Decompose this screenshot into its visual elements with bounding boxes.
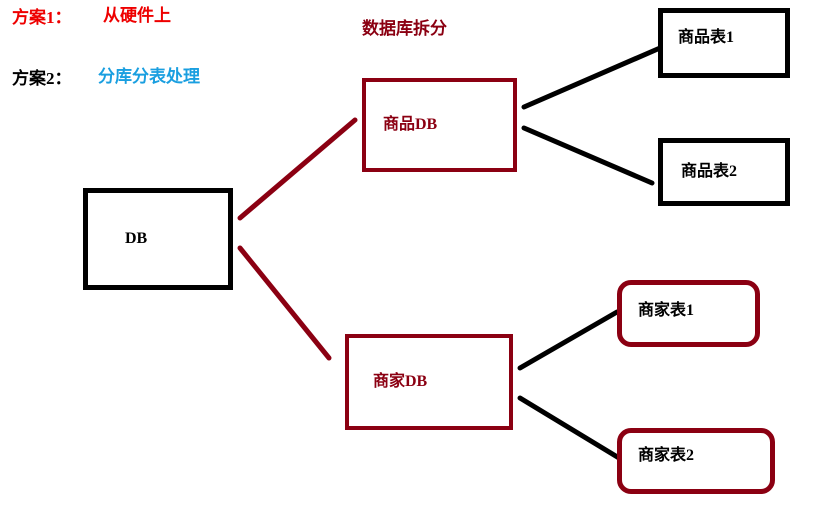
- diagram-title: 数据库拆分: [362, 19, 447, 38]
- plan2-key: 方案2：: [12, 69, 72, 88]
- node-merchant-db[interactable]: 商家DB: [345, 334, 513, 430]
- edge-product-db-to-product-t1: [521, 45, 663, 110]
- edge-product-db-to-product-t2: [521, 125, 655, 186]
- node-product-db[interactable]: 商品DB: [362, 78, 517, 172]
- node-product-t1-label: 商品表1: [678, 29, 735, 46]
- edge-db-to-product-db: [237, 117, 358, 221]
- node-merchant-t2[interactable]: 商家表2: [617, 428, 775, 494]
- node-product-t2-label: 商品表2: [681, 163, 738, 180]
- edge-merchant-db-to-merchant-t1: [517, 309, 620, 371]
- node-merchant-db-label: 商家DB: [373, 373, 428, 390]
- node-product-t1[interactable]: 商品表1: [658, 8, 790, 78]
- node-db-label: DB: [125, 230, 148, 247]
- plan2-value: 分库分表处理: [98, 67, 200, 86]
- edge-merchant-db-to-merchant-t2: [517, 395, 622, 461]
- node-db[interactable]: DB: [83, 188, 233, 290]
- plan1-value: 从硬件上: [103, 6, 171, 25]
- plan1-key: 方案1：: [12, 8, 72, 27]
- node-merchant-t1-label: 商家表1: [638, 301, 695, 319]
- node-merchant-t2-label: 商家表2: [638, 447, 695, 464]
- node-product-db-label: 商品DB: [383, 116, 438, 133]
- node-merchant-t1[interactable]: 商家表1: [617, 280, 760, 347]
- node-product-t2[interactable]: 商品表2: [658, 138, 790, 206]
- edge-db-to-merchant-db: [237, 245, 332, 361]
